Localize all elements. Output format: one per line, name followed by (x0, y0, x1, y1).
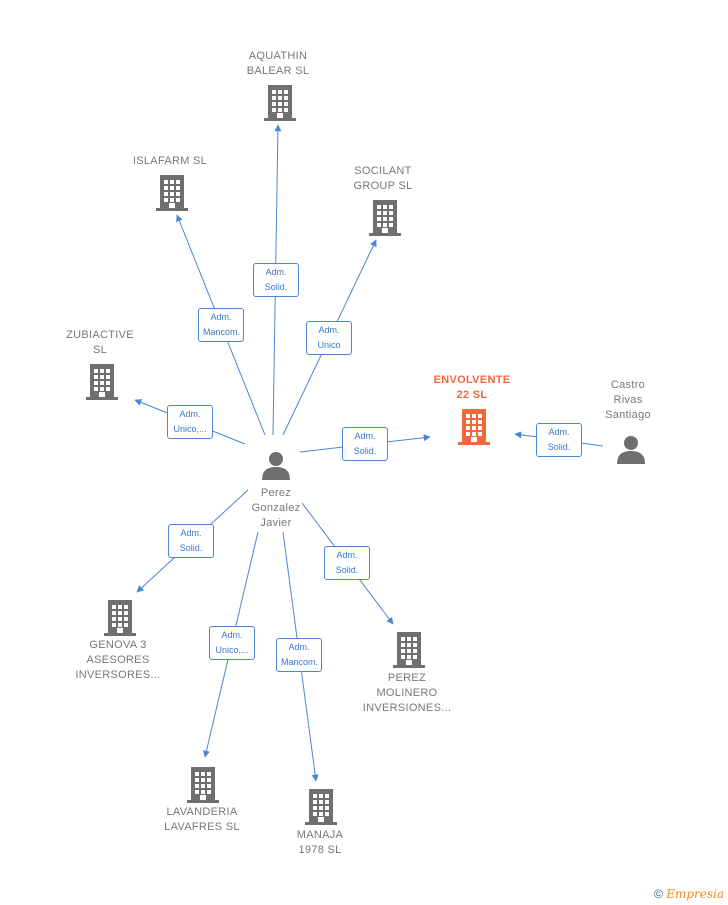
node-label-zubiactive[interactable]: ZUBIACTIVE SL (66, 329, 134, 356)
node-label-perez[interactable]: Perez Gonzalez Javier (251, 487, 301, 529)
edge-label-castro-envolvente[interactable]: Adm. Solid. (536, 423, 582, 457)
node-label-genova[interactable]: GENOVA 3 ASESORES INVERSORES... (75, 639, 161, 681)
node-label-perez_molinero[interactable]: PEREZ MOLINERO INVERSIONES... (362, 672, 452, 714)
copyright-icon: © (654, 887, 663, 901)
edge-label-perez-zubiactive[interactable]: Adm. Unico,... (167, 405, 213, 439)
edge-label-perez-genova[interactable]: Adm. Solid. (168, 524, 214, 558)
building-icon-perez_molinero[interactable] (392, 632, 426, 673)
edge-label-perez-socilant[interactable]: Adm. Unico (306, 321, 352, 355)
building-icon-manaja[interactable] (304, 789, 338, 830)
node-label-lavanderia[interactable]: LAVANDERIA LAVAFRES SL (164, 806, 240, 833)
node-label-aquathin[interactable]: AQUATHIN BALEAR SL (246, 50, 310, 77)
edge-label-perez-aquathin[interactable]: Adm. Solid. (253, 263, 299, 297)
footer-credit[interactable]: © Empresia (654, 887, 724, 901)
building-icon-genova[interactable] (103, 600, 137, 641)
node-label-manaja[interactable]: MANAJA 1978 SL (296, 829, 344, 856)
edge-label-perez-islafarm[interactable]: Adm. Mancom. (198, 308, 244, 342)
brand-logo: Empresia (666, 887, 724, 901)
node-label-islafarm[interactable]: ISLAFARM SL (132, 155, 208, 167)
building-icon-islafarm[interactable] (155, 175, 189, 216)
person-icon-perez[interactable] (261, 450, 291, 485)
edge-label-perez-manaja[interactable]: Adm. Mancom. (276, 638, 322, 672)
node-label-envolvente[interactable]: ENVOLVENTE 22 SL (433, 374, 511, 401)
person-icon-castro[interactable] (616, 434, 646, 469)
node-label-castro[interactable]: Castro Rivas Santiago (605, 379, 651, 421)
edge-label-perez-envolvente[interactable]: Adm. Solid. (342, 427, 388, 461)
building-icon-envolvente[interactable] (457, 409, 491, 450)
building-icon-aquathin[interactable] (263, 85, 297, 126)
edge-label-perez-lavanderia[interactable]: Adm. Unico,... (209, 626, 255, 660)
node-label-socilant[interactable]: SOCILANT GROUP SL (353, 165, 413, 192)
building-icon-socilant[interactable] (368, 200, 402, 241)
edge-label-perez-perez_molinero[interactable]: Adm. Solid. (324, 546, 370, 580)
building-icon-lavanderia[interactable] (186, 767, 220, 808)
building-icon-zubiactive[interactable] (85, 364, 119, 405)
